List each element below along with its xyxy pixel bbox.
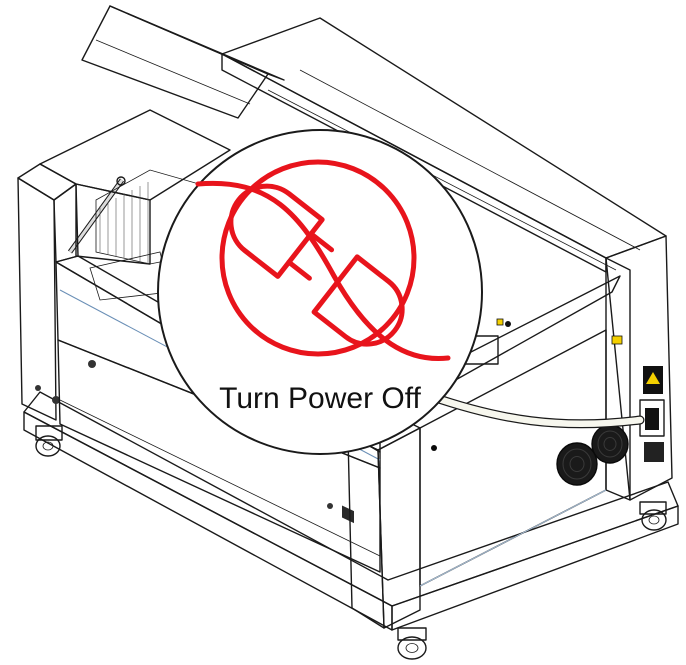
open-lid xyxy=(81,5,285,119)
exhaust-fan xyxy=(591,424,629,464)
exhaust-fan xyxy=(556,442,598,486)
machine-base xyxy=(23,391,679,631)
warning-label-icon xyxy=(643,366,663,394)
caster-wheel xyxy=(35,425,63,457)
power-cord xyxy=(425,391,645,429)
plug-head-right xyxy=(311,254,405,347)
interior-work-area xyxy=(39,109,231,301)
caster-wheel xyxy=(397,627,427,660)
power-inlet xyxy=(639,399,665,462)
plug-head-left xyxy=(228,183,335,281)
callout-label: Turn Power Off xyxy=(219,382,421,415)
icon-ring xyxy=(219,159,417,357)
caster-wheel xyxy=(639,501,667,531)
unplug-power-icon xyxy=(195,159,451,362)
left-side-frame xyxy=(17,163,79,421)
